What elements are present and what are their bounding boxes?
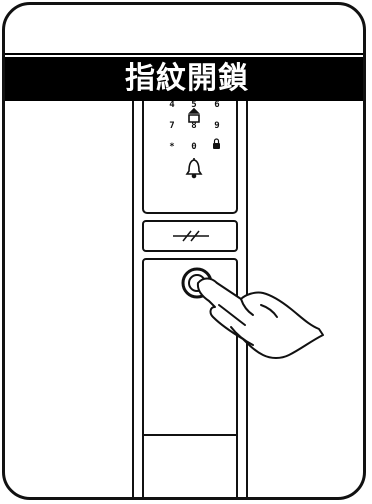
page-title: 指紋開鎖 (5, 57, 363, 101)
key-4: 4 (169, 100, 175, 110)
key-star: * (169, 142, 174, 152)
smart-lock-illustration: 4 5 6 7 8 9 * 0 (132, 94, 324, 497)
key-8: 8 (191, 121, 196, 131)
handle-panel (142, 258, 238, 497)
lock-key-icon (213, 138, 220, 149)
key-7: 7 (169, 121, 174, 131)
key-9: 9 (214, 121, 219, 131)
double-slash-logo (173, 230, 209, 242)
middle-plate (142, 220, 238, 252)
keypad-keys: 4 5 6 7 8 9 * 0 (169, 100, 219, 152)
banner-top-line (5, 53, 363, 55)
key-6: 6 (214, 100, 219, 110)
illustration-card: 4 5 6 7 8 9 * 0 (2, 2, 366, 500)
bell-icon (185, 158, 203, 179)
key-5: 5 (191, 100, 196, 110)
key-0: 0 (191, 142, 196, 152)
unlock-arrow-icon (188, 107, 200, 123)
hand-icon (196, 277, 324, 359)
